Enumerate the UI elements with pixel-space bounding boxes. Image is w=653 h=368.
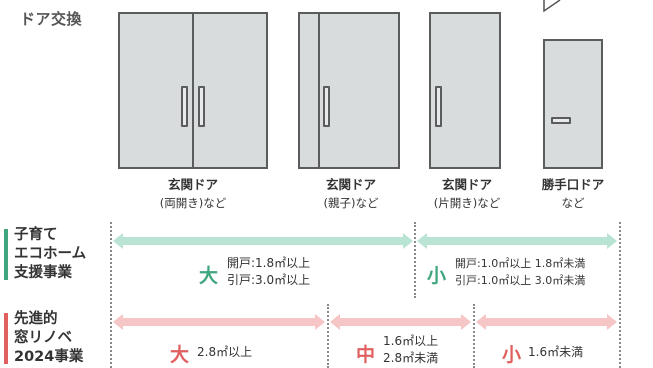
- door-caption-double: 玄関ドア (両開き)など: [159, 177, 227, 210]
- door-caption-back-door: 勝手口ドア など: [541, 177, 605, 210]
- door-caption-parent-child: 玄関ドア (親子)など: [323, 177, 379, 210]
- corner-decoration: [543, 0, 561, 13]
- size-spec-medium: 1.6㎡以上 2.8㎡未満: [383, 334, 439, 365]
- size-mark-small: 小: [427, 265, 447, 287]
- size-spec-small: 1.6㎡未満: [528, 345, 584, 359]
- size-mark-large: 大: [170, 344, 190, 366]
- range-arrow-small: [476, 314, 617, 330]
- guide-line: [619, 222, 621, 368]
- size-mark-medium: 中: [356, 344, 376, 366]
- door-caption-single: 玄関ドア (片開き)など: [433, 177, 501, 210]
- size-spec-large: 2.8㎡以上: [197, 345, 253, 359]
- guide-line: [473, 304, 475, 368]
- guide-line: [414, 222, 416, 298]
- parent-child-door-illustration: [298, 12, 400, 169]
- size-mark-large: 大: [199, 265, 219, 287]
- size-spec-small: 開戸:1.0㎡以上 1.8㎡未満 引戸:1.0㎡以上 3.0㎡未満: [455, 257, 586, 287]
- program-color-bar: [4, 229, 8, 280]
- double-door-illustration: [118, 12, 268, 169]
- range-arrow-large: [113, 314, 325, 330]
- guide-line: [327, 304, 329, 368]
- program-label-mado: 先進的 窓リノベ 2024事業: [4, 310, 83, 367]
- size-spec-large: 開戸:1.8㎡以上 引戸:3.0㎡以上: [227, 256, 311, 287]
- back-door-illustration: [543, 39, 603, 169]
- range-arrow-large: [113, 233, 413, 249]
- section-heading: ドア交換: [20, 10, 83, 28]
- single-door-illustration: [429, 12, 501, 169]
- program-color-bar: [4, 313, 8, 364]
- size-mark-small: 小: [502, 344, 522, 366]
- range-arrow-medium: [330, 314, 471, 330]
- program-label-kosodate: 子育て エコホーム 支援事業: [4, 226, 86, 283]
- guide-line: [110, 222, 112, 368]
- range-arrow-small: [417, 233, 617, 249]
